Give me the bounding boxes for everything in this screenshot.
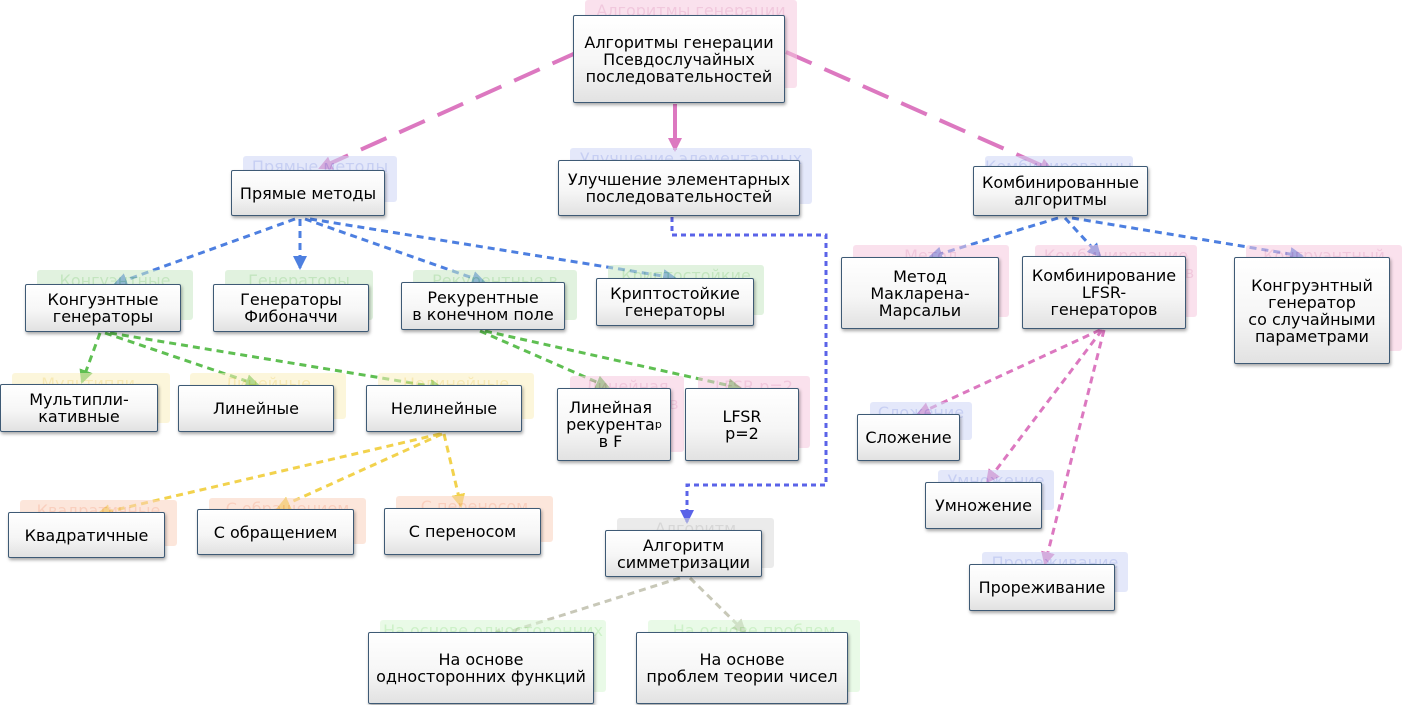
edge-direct-crypto: [309, 217, 677, 283]
node-addition: Сложение: [857, 414, 960, 461]
node-congruent-random-params: Конгруэнтный генератор со случайными пар…: [1234, 257, 1390, 364]
node-recurrent-finite-field: Рекурентные в конечном поле: [401, 282, 565, 330]
node-lfsr-p2: LFSR p=2: [685, 388, 799, 461]
node-with-carry: С переносом: [384, 508, 541, 555]
node-direct-methods: Прямые методы: [231, 170, 385, 216]
edge-nonlinear-carry: [442, 433, 466, 508]
edge-lfsr-multiplication: [985, 329, 1104, 484]
node-thinning: Прореживание: [969, 564, 1115, 611]
node-multiplicative: Мультипли- кативные: [0, 384, 158, 432]
linear-recurrent-text: Линейная рекурента в F: [566, 398, 655, 451]
node-symmetrization: Алгоритм симметризации: [605, 530, 762, 577]
edge-recurrent-lfsr: [484, 329, 742, 393]
edge-lfsr-addition: [916, 328, 1101, 416]
node-crypto-generators: Криптостойкие генераторы: [596, 278, 754, 326]
node-one-way-functions: На основе односторонних функций: [368, 632, 594, 704]
node-fibonacci-generators: Генераторы Фибоначчи: [213, 284, 369, 332]
node-combined-algorithms: Комбинированные алгоритмы: [973, 166, 1148, 216]
node-congruent-generators: Конгуэнтные генераторы: [25, 284, 181, 332]
node-lfsr-combination: Комбинирование LFSR- генераторов: [1022, 256, 1186, 329]
edge-nonlinear-inversion: [276, 432, 443, 510]
edge-lfsr-thinning: [1041, 329, 1106, 566]
edge-root-direct: [318, 50, 579, 170]
node-number-theory: На основе проблем теории чисел: [636, 632, 848, 704]
edge-symm-oneway: [488, 576, 681, 642]
edge-congruent-multiplicative: [79, 332, 102, 384]
node-with-inversion: С обращением: [197, 509, 354, 555]
edge-improve-symmetrization: [670, 217, 828, 524]
edge-combined-lfsr: [1063, 216, 1102, 258]
node-quadratic: Квадратичные: [8, 512, 165, 558]
node-multiplication: Умножение: [925, 482, 1042, 529]
edge-root-combined: [785, 50, 1054, 172]
node-root: Алгоритмы генерации Псевдослучайных посл…: [573, 15, 785, 103]
linear-recurrent-subscript: p: [654, 418, 662, 431]
node-linear: Линейные: [178, 385, 334, 432]
node-improve-sequences: Улучшение элементарных последовательност…: [558, 160, 800, 216]
node-maclaren-marsaglia: Метод Макларена- Марсальи: [841, 257, 999, 329]
node-nonlinear: Нелинейные: [366, 385, 522, 432]
